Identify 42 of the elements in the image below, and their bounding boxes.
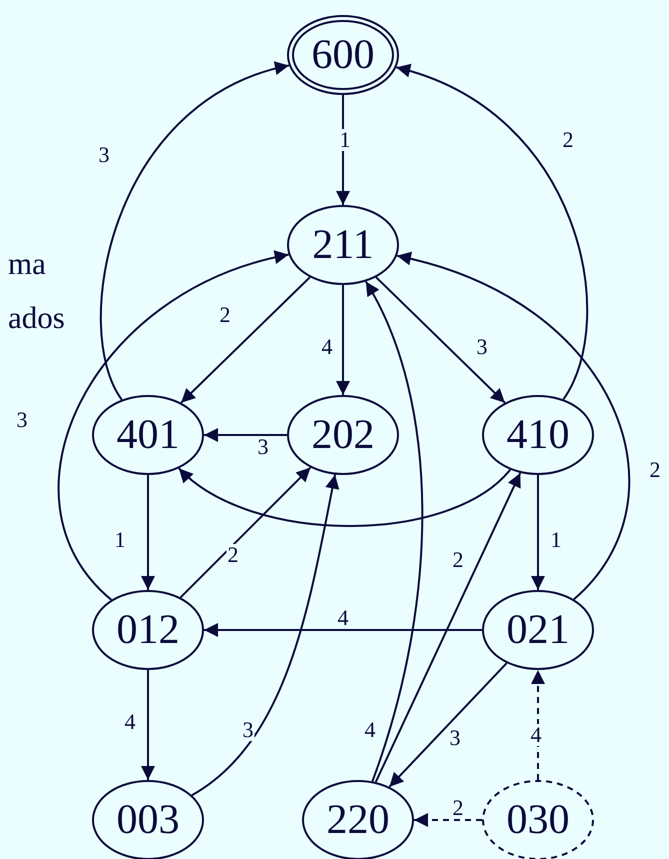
arrow [396,65,588,400]
state-label: 003 [116,799,180,841]
arrow [204,428,287,442]
edge-label: 3 [242,719,254,741]
arrow [191,474,340,796]
arrow [388,662,508,788]
state-ellipse [92,395,204,475]
arrow [336,95,350,205]
state-label: 021 [506,609,570,651]
arrow [396,252,630,600]
state-label: 202 [312,414,374,456]
state-ellipse [482,590,594,670]
state-ellipse [287,395,399,475]
arrow [141,670,155,780]
edge-label: 1 [338,129,352,151]
state-ellipse [287,15,399,95]
arrow [178,468,511,527]
state-label: 030 [506,799,570,841]
arrow [364,281,424,782]
arrow [180,466,312,598]
arrow [336,285,350,395]
arrow [375,276,506,404]
arrow [204,623,482,637]
arrow [414,813,482,827]
state-ellipse [92,590,204,670]
text-fragment: ma [8,248,46,279]
arrow [180,276,311,404]
state-ellipse [287,205,399,285]
state-label: 012 [116,609,180,651]
state-label: 410 [506,414,570,456]
arrow [100,62,290,400]
state-ellipse [482,395,594,475]
arrow [58,251,289,600]
state-label: 220 [326,799,390,841]
state-label: 401 [116,414,180,456]
edge-label: 4 [530,724,542,746]
state-label: 600 [312,34,374,76]
text-fragment: ados [8,302,65,333]
state-label: 211 [312,224,374,266]
arrow [141,475,155,590]
arrow [531,475,545,590]
arrow [374,472,522,782]
